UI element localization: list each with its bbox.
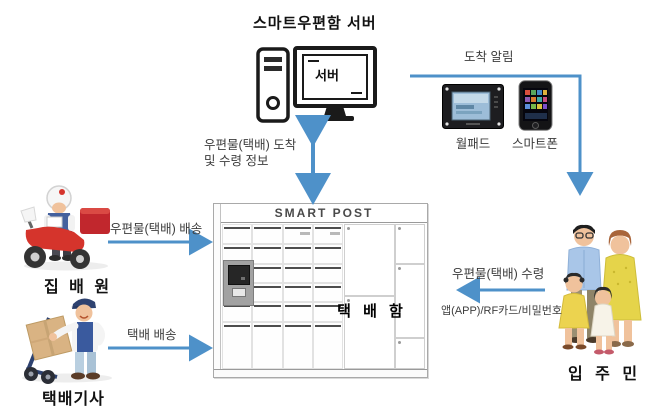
smartphone-label: 스마트폰 — [511, 137, 558, 151]
locker-door — [312, 322, 343, 369]
locker-door — [282, 264, 313, 283]
locker-door — [252, 322, 283, 369]
locker-door — [282, 224, 313, 244]
locker-door — [252, 224, 283, 244]
mail-carrier-label: 집 배 원 — [44, 279, 113, 296]
locker-door — [312, 302, 343, 322]
locker-large-door — [395, 338, 425, 369]
courier-icon — [15, 292, 115, 384]
info-link-line1: 우편물(택배) 도착 — [204, 138, 297, 152]
locker-large-door — [395, 224, 425, 264]
locker-control-panel — [223, 260, 254, 306]
locker-side-panel — [214, 204, 221, 377]
wallpad-icon — [442, 84, 504, 129]
locker-door — [252, 244, 283, 264]
locker-base — [214, 369, 427, 377]
parcel-delivery-label: 택배 배송 — [127, 328, 177, 342]
locker-large-door — [395, 264, 425, 338]
control-keypad — [232, 288, 246, 297]
server-title: 스마트우편함 서버 — [253, 15, 377, 32]
locker-door — [282, 283, 313, 302]
info-link-label: 우편물(택배) 도착 및 수령 정보 — [204, 137, 296, 169]
locker-door — [222, 302, 253, 322]
control-screen — [228, 265, 250, 285]
arrival-notice-label: 도착 알림 — [464, 50, 514, 64]
locker-door — [222, 224, 253, 244]
locker-door — [252, 283, 283, 302]
locker-door — [312, 264, 343, 283]
locker-door — [312, 283, 343, 302]
locker-large-door — [344, 224, 395, 296]
locker-door — [282, 244, 313, 264]
mail-delivery-label: 우편물(택배) 배송 — [110, 222, 203, 236]
locker-door — [282, 322, 313, 369]
info-link-line2: 및 수령 정보 — [204, 154, 269, 168]
resident-label: 입 주 민 — [568, 366, 642, 383]
pickup-label: 우편물(택배) 수령 — [452, 267, 545, 281]
mail-carrier-icon — [18, 184, 113, 272]
locker-small-doors — [222, 224, 343, 369]
parcel-locker: SMART POST 택 배 함 — [213, 203, 428, 378]
server-monitor-label: 서버 — [315, 68, 339, 83]
smartphone-icon — [518, 80, 553, 131]
locker-door — [312, 224, 343, 244]
resident-family-icon — [556, 222, 645, 357]
locker-label: 택 배 함 — [337, 303, 407, 320]
locker-door — [312, 244, 343, 264]
locker-door — [222, 322, 253, 369]
locker-door — [222, 244, 253, 264]
locker-header: SMART POST — [221, 204, 427, 223]
locker-door — [282, 302, 313, 322]
locker-door — [252, 264, 283, 283]
server-icon: 서버 — [253, 40, 379, 128]
wallpad-label: 월패드 — [455, 137, 491, 151]
pickup-method-label: 앱(APP)/RF카드/비밀번호 — [441, 305, 562, 317]
locker-door — [252, 302, 283, 322]
locker-large-door — [344, 296, 395, 369]
courier-label: 택배기사 — [42, 391, 105, 408]
